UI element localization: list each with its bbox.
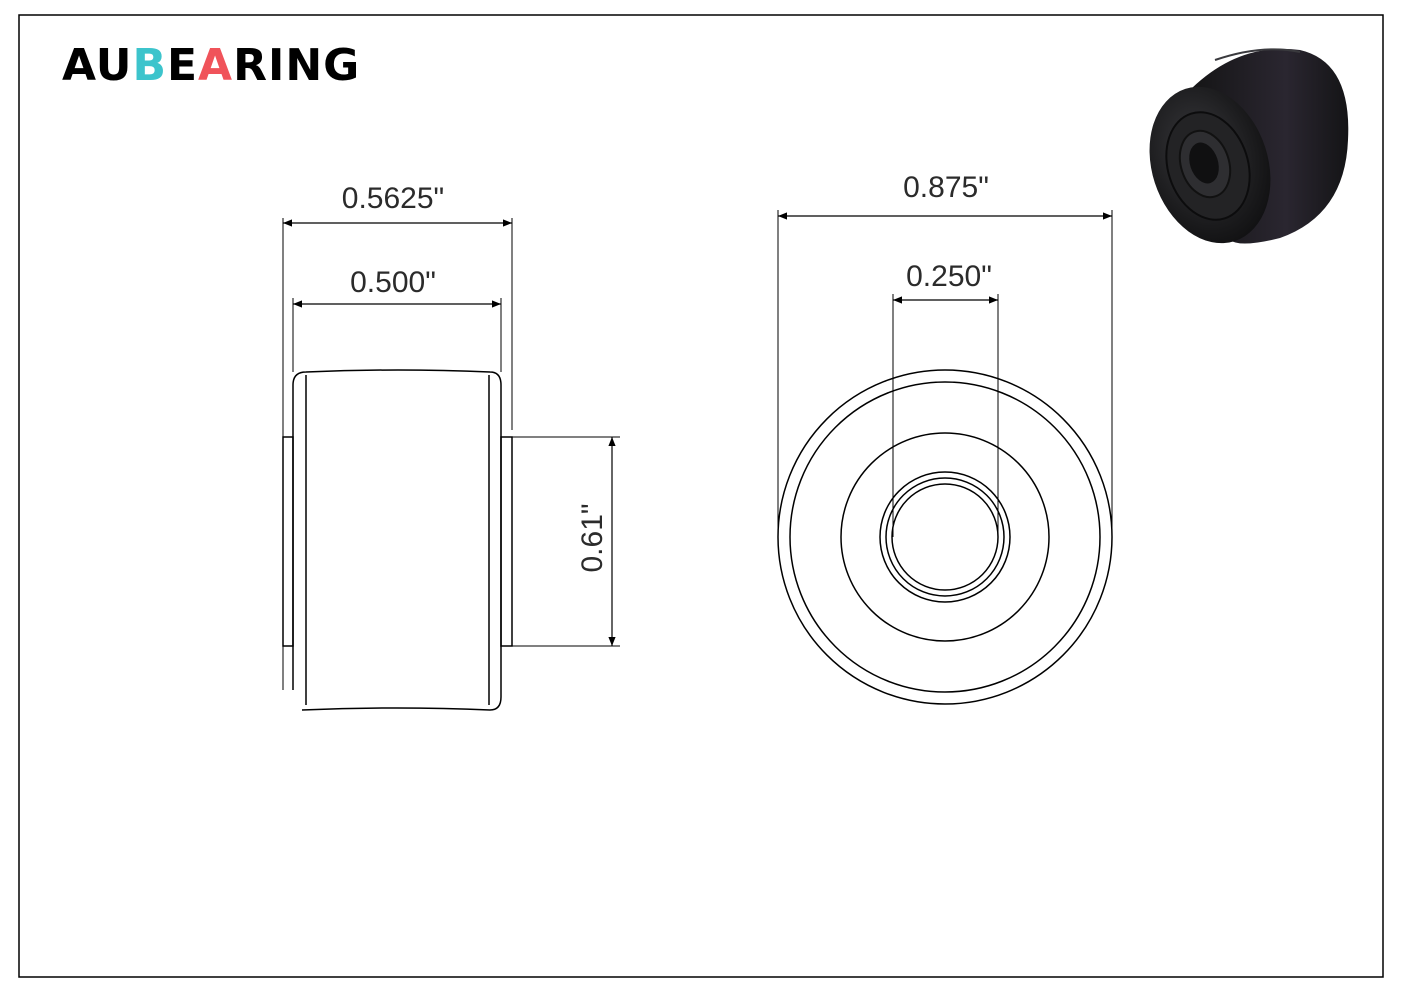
bore-chamfer-circle xyxy=(885,477,1005,597)
inner-ring-circle xyxy=(879,471,1011,603)
sheet-border xyxy=(18,14,1384,978)
side-view xyxy=(282,218,620,711)
logo-part-ring: RING xyxy=(233,40,361,91)
inner-ring-left-stub xyxy=(282,436,294,647)
dim-overall-width: 0.5625" xyxy=(342,182,444,215)
aubearing-logo: AUBEARING xyxy=(62,44,360,88)
logo-part-au: AU xyxy=(62,40,133,91)
dim-bore-diameter: 0.250" xyxy=(906,260,992,293)
outer-diameter-circle xyxy=(777,369,1113,705)
bearing-3d-render xyxy=(1149,48,1349,244)
logo-part-e: E xyxy=(166,40,199,91)
inner-ring-right-stub xyxy=(500,436,513,647)
dim-body-width: 0.500" xyxy=(350,266,436,299)
outer-chamfer-circle xyxy=(789,381,1101,693)
dim-inner-ring-height: 0.61" xyxy=(576,503,609,572)
seal-circle xyxy=(840,432,1050,642)
dim-outer-diameter: 0.875" xyxy=(903,171,989,204)
logo-part-b: B xyxy=(132,40,167,91)
logo-part-a: A xyxy=(198,40,234,91)
front-view xyxy=(777,210,1113,705)
bore-circle xyxy=(891,483,999,591)
outer-ring-body xyxy=(292,369,502,711)
